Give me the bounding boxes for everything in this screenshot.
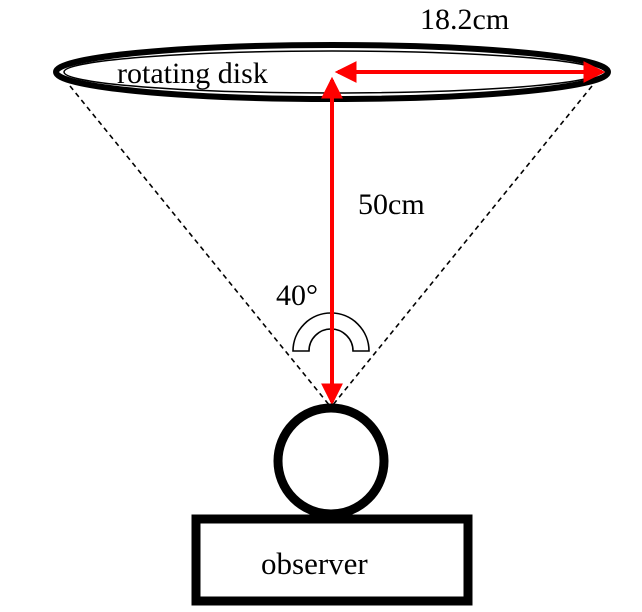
cone-line-left <box>69 85 331 407</box>
disk-label: rotating disk <box>117 57 268 90</box>
angle-arc-symbol <box>292 312 370 352</box>
radius-label: 18.2cm <box>420 3 509 36</box>
cone-line-right <box>331 85 593 407</box>
observer-label: observer <box>261 546 368 581</box>
angle-label: 40° <box>276 279 318 312</box>
distance-label: 50cm <box>358 188 425 221</box>
observer-head <box>273 403 389 519</box>
observer-body <box>191 514 473 606</box>
